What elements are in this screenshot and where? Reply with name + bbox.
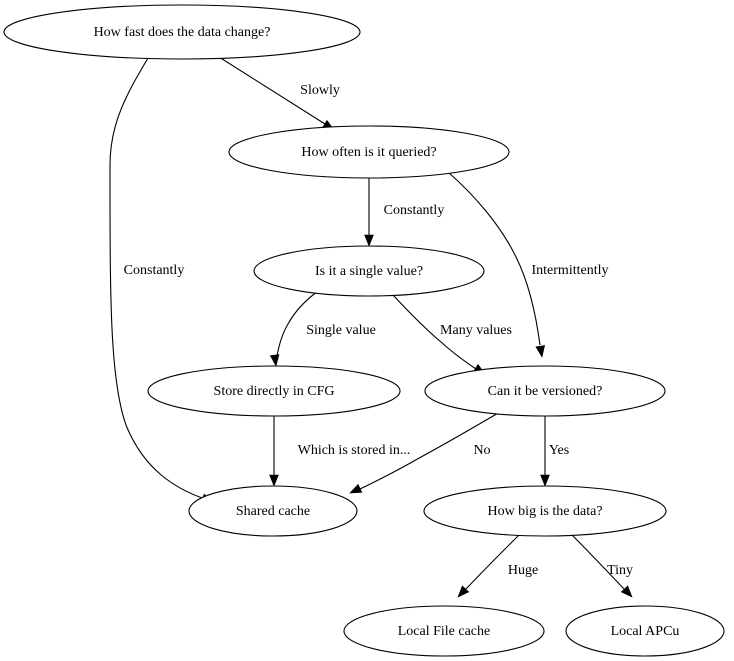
node-shape-ellipse xyxy=(228,125,510,179)
node-n_apcu[interactable]: Local APCu xyxy=(565,605,725,657)
edge-line xyxy=(571,534,625,590)
edge-e_cfg_shared xyxy=(269,416,279,487)
node-label: How fast does the data change? xyxy=(94,25,271,40)
edge-line xyxy=(465,534,520,590)
edge-line xyxy=(109,57,206,500)
nodes-layer: How fast does the data change? How often … xyxy=(3,4,725,657)
edge-line xyxy=(218,56,326,125)
arrowhead-icon xyxy=(620,585,633,598)
edge-e_queried_versioned xyxy=(447,171,546,358)
node-n_big[interactable]: How big is the data? xyxy=(423,485,667,537)
edge-label-e_cfg_shared: Which is stored in... xyxy=(298,443,411,458)
node-shape-ellipse xyxy=(423,485,667,537)
node-shape-ellipse xyxy=(343,605,545,657)
node-shape-ellipse xyxy=(424,365,666,417)
arrowhead-icon xyxy=(535,345,546,358)
node-label: Can it be versioned? xyxy=(488,384,603,399)
edge-label-e_queried_versioned: Intermittently xyxy=(532,263,609,278)
edge-e_change_shared xyxy=(109,57,214,503)
node-n_file[interactable]: Local File cache xyxy=(343,605,545,657)
node-shape-ellipse xyxy=(253,245,485,297)
node-shape-ellipse xyxy=(147,365,401,417)
edge-e_big_apcu xyxy=(571,534,633,598)
edge-label-e_change_queried: Slowly xyxy=(300,83,340,98)
arrowhead-icon xyxy=(269,474,279,487)
node-label: Local APCu xyxy=(611,624,680,639)
edge-label-e_versioned_shared: No xyxy=(473,443,490,458)
edge-labels-layer: ConstantlySlowlyConstantlyIntermittently… xyxy=(124,83,633,578)
node-label: Store directly in CFG xyxy=(214,384,335,399)
node-label: Local File cache xyxy=(398,624,491,639)
edge-label-e_single_cfg: Single value xyxy=(306,323,376,338)
edge-label-e_versioned_big: Yes xyxy=(549,443,569,458)
edge-label-e_single_versioned: Many values xyxy=(440,323,512,338)
arrowhead-icon xyxy=(457,585,470,598)
edge-e_queried_single xyxy=(364,178,374,247)
node-shape-ellipse xyxy=(565,605,725,657)
node-n_change[interactable]: How fast does the data change? xyxy=(3,4,361,60)
node-shape-ellipse xyxy=(188,485,358,537)
node-n_versioned[interactable]: Can it be versioned? xyxy=(424,365,666,417)
node-label: Is it a single value? xyxy=(315,264,423,279)
edge-line xyxy=(447,171,541,346)
node-shape-ellipse xyxy=(3,4,361,60)
node-n_queried[interactable]: How often is it queried? xyxy=(228,125,510,179)
edge-line xyxy=(276,290,319,357)
node-n_cfg[interactable]: Store directly in CFG xyxy=(147,365,401,417)
edge-e_big_file xyxy=(457,534,520,598)
edge-label-e_change_shared: Constantly xyxy=(124,263,185,278)
edge-e_versioned_shared xyxy=(349,411,501,494)
node-n_shared[interactable]: Shared cache xyxy=(188,485,358,537)
node-n_single[interactable]: Is it a single value? xyxy=(253,245,485,297)
edge-label-e_big_apcu: Tiny xyxy=(607,563,633,578)
node-label: Shared cache xyxy=(236,504,310,519)
node-label: How big is the data? xyxy=(487,504,602,519)
edge-line xyxy=(391,293,477,370)
arrowhead-icon xyxy=(540,474,550,487)
edge-e_single_cfg xyxy=(269,290,319,367)
arrowhead-icon xyxy=(364,234,374,247)
edge-label-e_queried_single: Constantly xyxy=(384,203,445,218)
edge-e_versioned_big xyxy=(540,416,550,487)
arrowhead-icon xyxy=(349,483,363,494)
edge-line xyxy=(359,411,501,490)
edge-label-e_big_file: Huge xyxy=(508,563,538,578)
arrowhead-icon xyxy=(269,354,280,367)
node-label: How often is it queried? xyxy=(301,145,436,160)
